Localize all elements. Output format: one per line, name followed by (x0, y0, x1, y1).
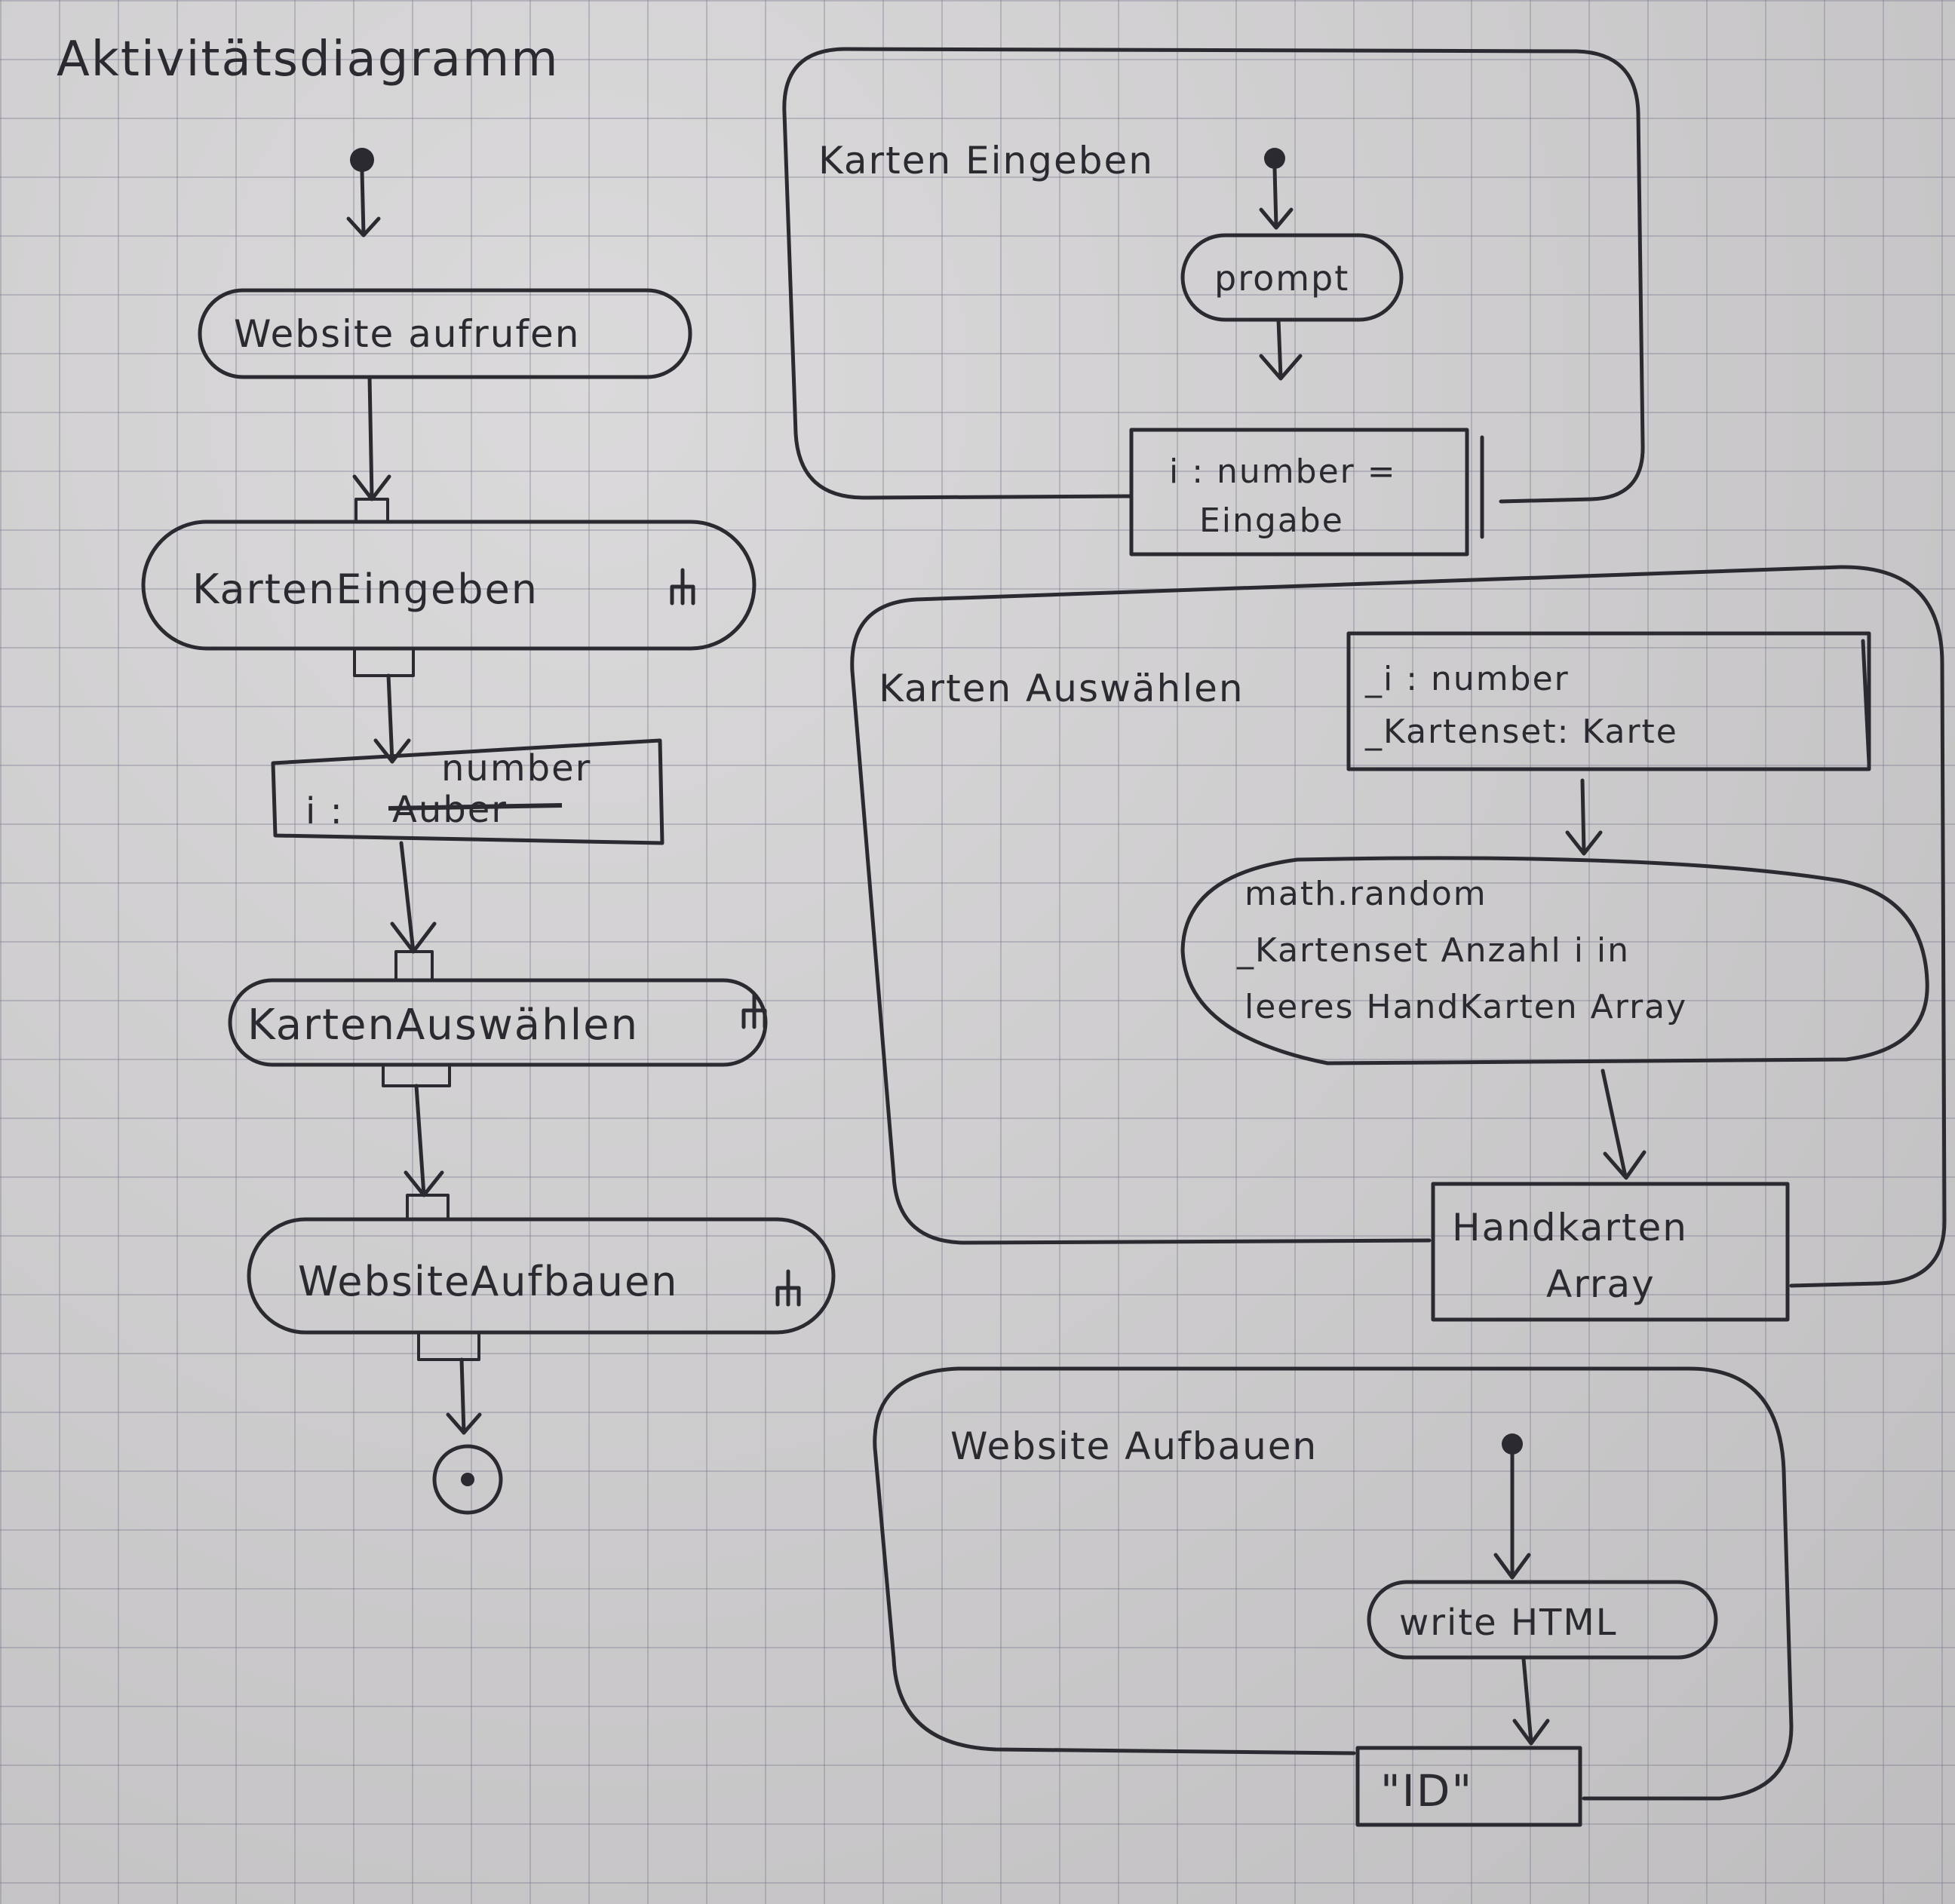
activity-website-aufbauen-label: WebsiteAufbauen (298, 1258, 678, 1305)
arrow-head (1259, 354, 1303, 381)
subdiagram-frame (782, 47, 1645, 504)
arrow-head (346, 216, 381, 238)
subdiagram-frame (873, 1366, 1794, 1801)
action-write-html-label: write HTML (1399, 1602, 1618, 1644)
input-pin (394, 950, 434, 982)
call-behavior-rake-icon (672, 570, 693, 603)
attribute-1: _i : number (1364, 660, 1570, 698)
subdiagram-karten-auswaehlen: Karten Auswählen _i : number _Kartenset:… (850, 565, 1947, 1322)
activity-website-aufbauen (247, 1217, 836, 1335)
initial-node (1502, 1433, 1523, 1455)
arrow-head (1565, 830, 1603, 856)
object-node-handkarten-array (1431, 1182, 1790, 1322)
class-box-attributes (1346, 631, 1871, 771)
action-math-random (1180, 856, 1929, 1065)
subdiagram-title: Website Aufbauen (950, 1424, 1318, 1468)
activity-karten-auswaehlen-label: KartenAuswählen (247, 1001, 639, 1050)
initial-node (350, 148, 374, 172)
arrow-head (446, 1412, 482, 1435)
action-write-html (1367, 1580, 1718, 1660)
main-flow: Website aufrufen KartenEingeben i : Aube… (141, 148, 836, 1515)
action-prompt-label: prompt (1214, 258, 1349, 299)
attribute-2: _Kartenset: Karte (1364, 713, 1678, 751)
object-node-eingabe (1129, 428, 1469, 556)
subdiagram-title: Karten Eingeben (818, 139, 1154, 182)
class-box-shadow (1861, 639, 1871, 765)
output-pin (353, 647, 415, 677)
activity-website-aufrufen-label: Website aufrufen (234, 312, 580, 356)
object-node-line2: Eingabe (1199, 501, 1344, 540)
flow-edge (1601, 1069, 1628, 1179)
call-behavior-rake-icon (778, 1271, 799, 1305)
activity-karten-eingeben-label: KartenEingeben (192, 566, 539, 613)
action-line-2: _Kartenset Anzahl i in (1236, 931, 1630, 970)
strikethrough-line (388, 803, 563, 811)
flow-edge (386, 673, 394, 764)
object-node-id-label: "ID" (1380, 1765, 1473, 1817)
arrow-head (1512, 1719, 1550, 1746)
subdiagram-frame (850, 565, 1947, 1288)
flow-edge (459, 1357, 466, 1435)
flow-edge (360, 170, 366, 236)
call-behavior-rake-icon (744, 994, 765, 1027)
input-pin (406, 1194, 450, 1221)
activity-karten-eingeben (141, 520, 757, 651)
flow-edge (1272, 167, 1278, 228)
output-pin (417, 1331, 480, 1361)
diagram-title: Aktivitätsdiagramm (57, 32, 560, 87)
subdiagram-title: Karten Auswählen (879, 667, 1245, 710)
flow-edge (399, 841, 416, 954)
action-line-1: math.random (1245, 875, 1487, 913)
object-node-line1: i : number = (1169, 452, 1397, 491)
object-node-i-number (271, 738, 664, 845)
object-node-correction: number (441, 747, 591, 790)
final-node (432, 1444, 503, 1515)
arrow-head (1603, 1150, 1647, 1180)
arrow-head (373, 738, 411, 764)
flow-edge (414, 1084, 426, 1197)
object-node-id (1355, 1746, 1582, 1827)
action-prompt (1180, 233, 1404, 322)
activity-website-aufrufen (198, 288, 692, 379)
arrow-head (1493, 1553, 1531, 1580)
action-line-3: leeres HandKarten Array (1245, 988, 1687, 1026)
initial-node (1264, 148, 1285, 169)
object-node-prefix: i : (305, 790, 344, 832)
flow-edge (1521, 1657, 1533, 1744)
object-node-line1: Handkarten (1452, 1206, 1688, 1249)
arrow-head (1259, 207, 1294, 230)
subdiagram-website-aufbauen: Website Aufbauen write HTML "ID" (873, 1366, 1794, 1827)
flow-edge (1580, 778, 1586, 854)
flow-edge (1276, 317, 1283, 379)
output-pin (382, 1063, 451, 1087)
final-node-center (461, 1473, 474, 1486)
input-pin (354, 498, 389, 523)
flow-edge (367, 375, 374, 500)
subdiagram-karten-eingeben: Karten Eingeben prompt i : number = Eing… (782, 47, 1645, 556)
object-node-line2: Array (1546, 1262, 1656, 1306)
